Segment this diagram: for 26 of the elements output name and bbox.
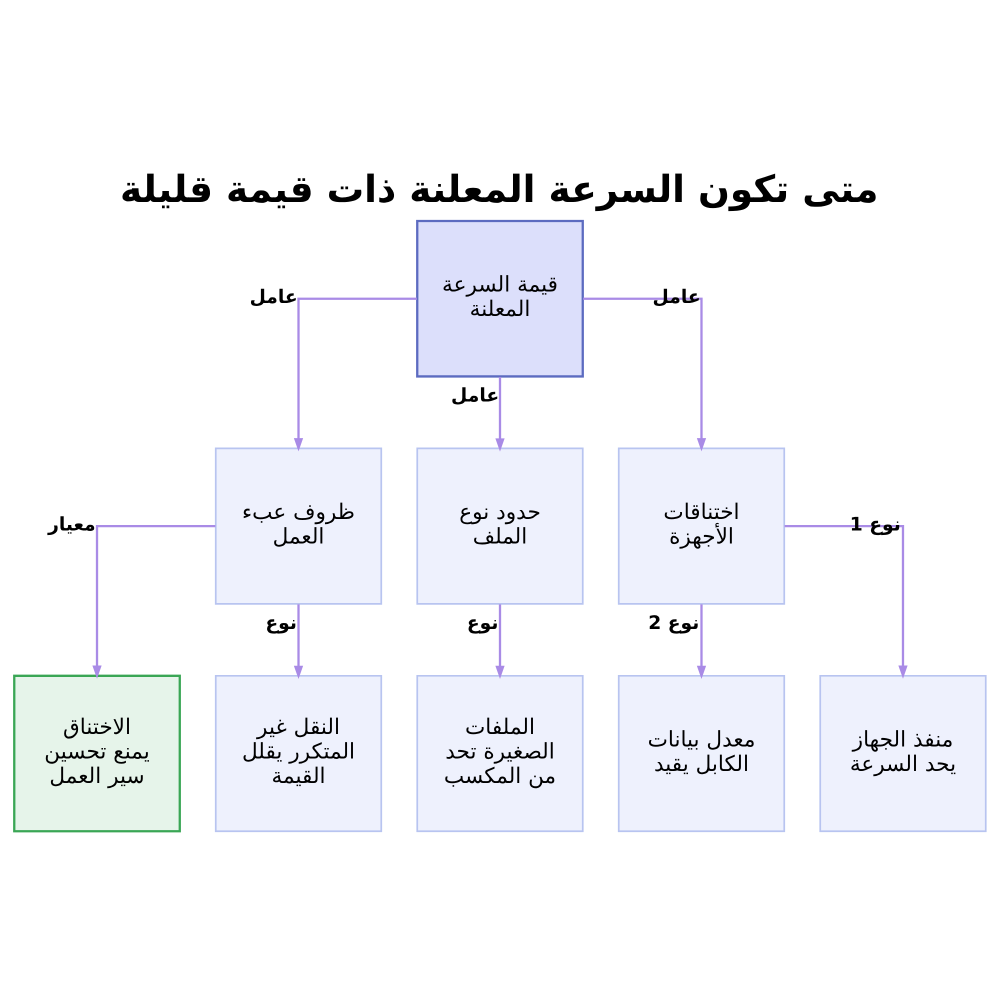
node-box: منفذ الجهاز يحد السرعة [819,674,987,832]
node-box: قيمة السرعة المعلنة [416,219,584,378]
edge-label: نوع [466,612,498,634]
arrow [495,604,505,678]
edge-label: عامل [451,385,500,406]
node-box: الملفات الصغيرة تحد من المكسب [416,674,584,832]
edge-label: نوع 1 [850,514,901,536]
edge-label: عامل [652,286,701,308]
edge-label: عامل [250,286,298,308]
node-box: معدل بيانات الكابل يقيد [618,674,786,832]
edge-label: نوع [265,612,297,634]
node-box: اختناقات الأجهزة [618,447,786,604]
arrow [583,297,706,451]
node-box: النقل غير المتكرر يقلل القيمة [214,674,382,832]
arrow [495,376,505,452]
edge-label: معيار [48,514,96,536]
node-box: ظروف عبء العمل [214,447,382,604]
arrow [294,604,304,678]
arrow [294,297,417,451]
arrow [92,524,216,678]
arrow [696,604,706,678]
edge-label: نوع 2 [648,612,700,634]
diagram-title: متى تكون السرعة المعلنة ذات قيمة قليلة [120,166,878,211]
node-box: الاختناق يمنع تحسين سير العمل [13,674,181,832]
node-box: حدود نوع الملف [416,447,584,604]
arrow [784,524,908,678]
